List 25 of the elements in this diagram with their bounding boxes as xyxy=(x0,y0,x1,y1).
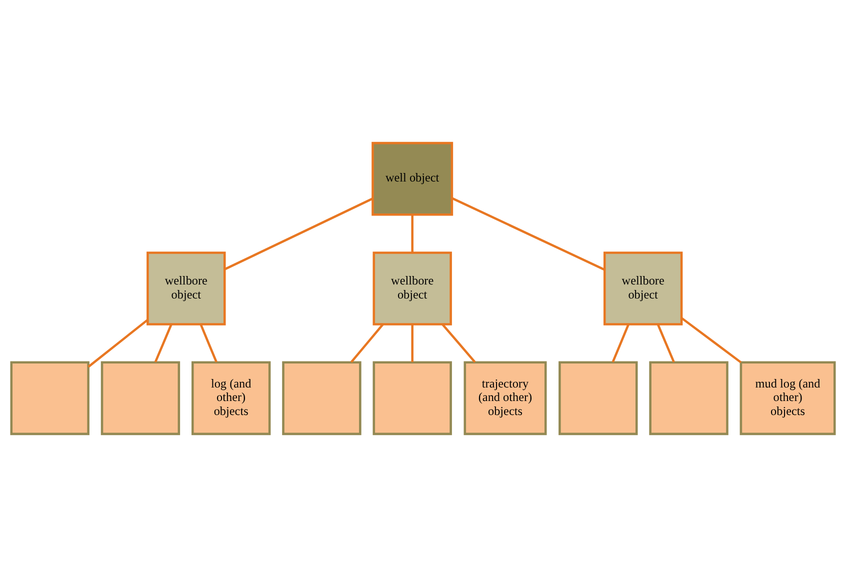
connector xyxy=(452,196,605,270)
node-box: wellbore object xyxy=(603,251,683,325)
connector xyxy=(656,323,675,362)
node-box xyxy=(558,360,638,435)
node-box xyxy=(372,360,452,435)
connector xyxy=(88,318,148,368)
connector xyxy=(224,197,374,270)
node-box xyxy=(100,360,180,435)
connector xyxy=(350,323,384,362)
node-box: trajectory (and other) objects xyxy=(464,360,547,435)
node-box xyxy=(282,360,362,435)
connector xyxy=(411,214,414,252)
connector xyxy=(411,324,414,362)
connector xyxy=(200,323,218,362)
node-box xyxy=(649,360,728,435)
node-box: wellbore object xyxy=(146,251,226,325)
node-box: log (and other) objects xyxy=(192,360,271,435)
connector xyxy=(154,323,172,362)
connector xyxy=(612,323,630,362)
connector xyxy=(681,316,742,363)
node-box: well object xyxy=(372,141,454,216)
node-box xyxy=(10,360,90,435)
node-box: wellbore object xyxy=(372,251,452,325)
connector xyxy=(442,323,476,362)
node-box: mud log (and other) objects xyxy=(740,360,836,435)
